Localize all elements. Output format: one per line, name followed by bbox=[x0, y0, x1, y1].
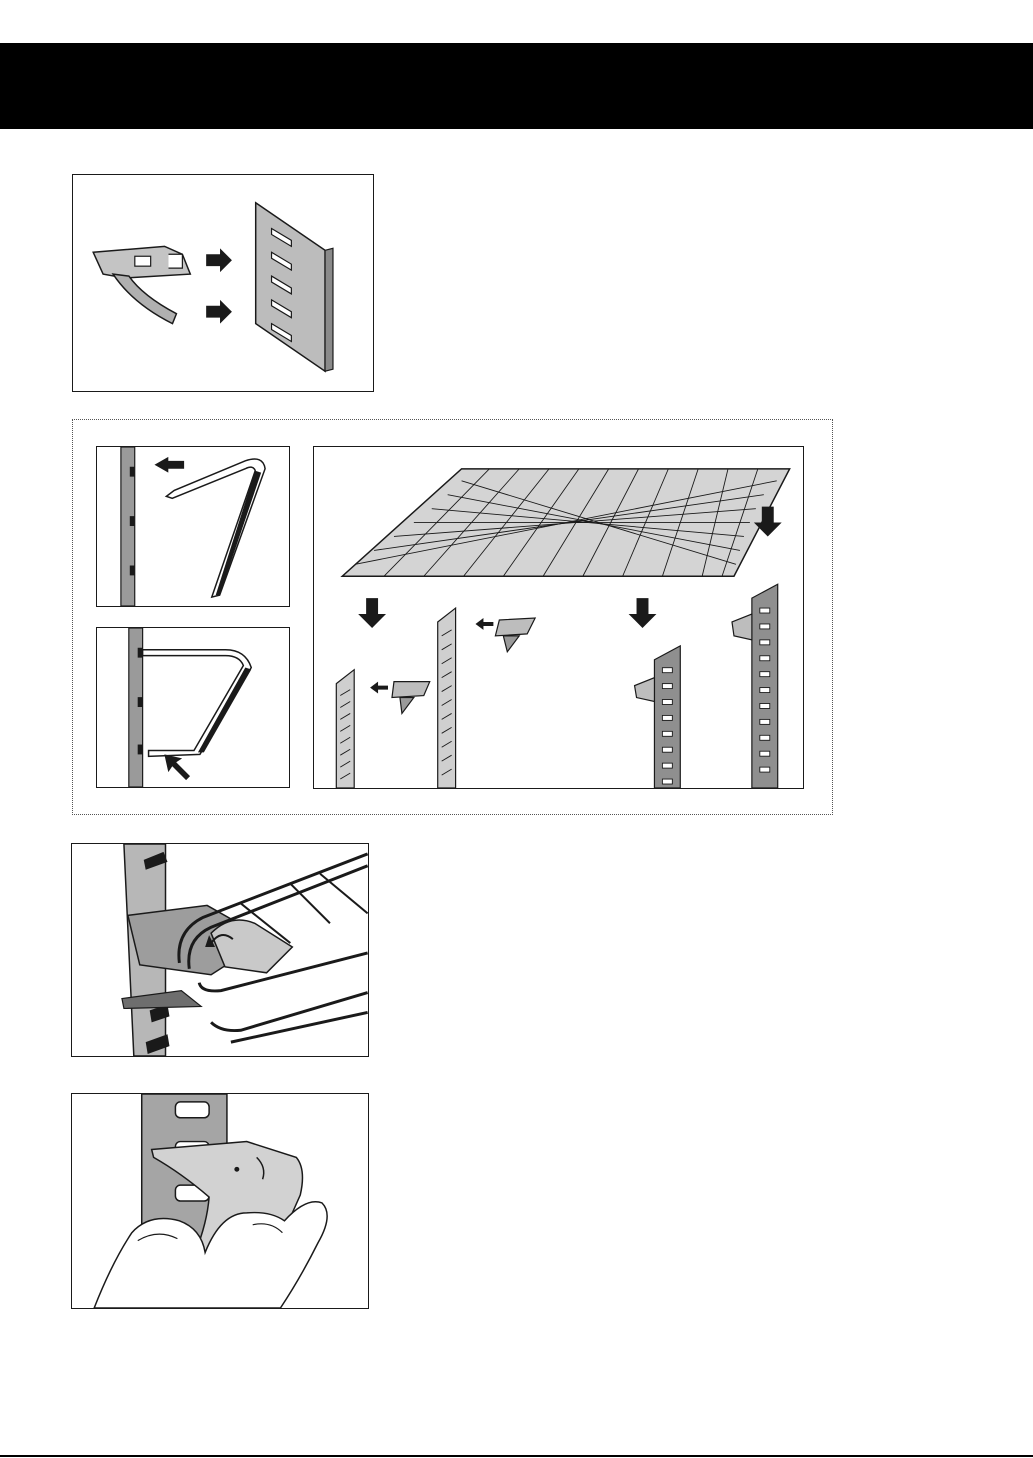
clip-removal-illustration bbox=[72, 1094, 368, 1308]
bottom-rule bbox=[0, 1455, 1033, 1457]
shelf-install-illustration bbox=[314, 447, 803, 788]
arrow-down-icon bbox=[358, 598, 386, 628]
arrow-left-icon bbox=[154, 457, 184, 473]
clip-locked-illustration bbox=[97, 628, 289, 787]
shelf-clip-arm bbox=[113, 274, 176, 324]
arrow-right-icon bbox=[206, 300, 232, 324]
shelf-clip-closeup-illustration bbox=[72, 844, 368, 1056]
figure-clip-removal bbox=[71, 1093, 369, 1309]
arrow-right-icon bbox=[206, 248, 232, 272]
figure-clip-tilt bbox=[96, 446, 290, 607]
arrow-down-icon bbox=[629, 598, 657, 628]
arrow-left-icon bbox=[475, 618, 493, 630]
arrow-up-right-icon bbox=[164, 754, 190, 780]
figure-shelf-install bbox=[313, 446, 804, 789]
figure-clip-to-rail bbox=[72, 174, 374, 392]
figure-clip-locked bbox=[96, 627, 290, 788]
clip-to-rail-illustration bbox=[73, 175, 373, 391]
figure-shelf-clip-closeup bbox=[71, 843, 369, 1057]
header-bar bbox=[0, 43, 1033, 129]
clip-tilt-illustration bbox=[97, 447, 289, 606]
arrow-left-icon bbox=[370, 682, 388, 694]
